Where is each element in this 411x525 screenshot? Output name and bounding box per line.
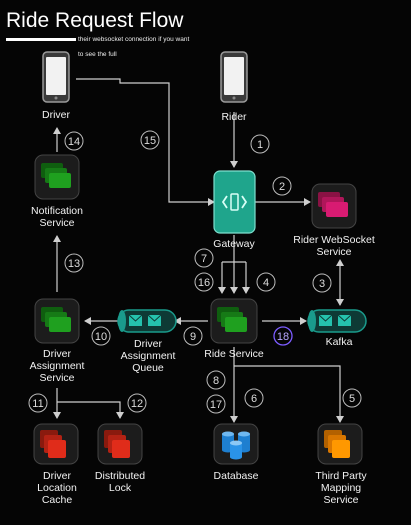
- svg-text:17: 17: [210, 399, 222, 411]
- svg-text:15: 15: [144, 135, 156, 147]
- svg-text:16: 16: [198, 277, 210, 289]
- gateway-label: Gateway: [213, 238, 255, 250]
- svg-text:14: 14: [68, 136, 80, 148]
- ride-service-icon: [210, 298, 258, 344]
- svg-text:8: 8: [213, 375, 219, 387]
- svg-text:10: 10: [95, 331, 107, 343]
- arrow-5: [234, 365, 344, 423]
- svg-text:5: 5: [349, 393, 355, 405]
- driver-location-cache-icon: [33, 423, 79, 465]
- step-8: 8: [206, 370, 226, 390]
- third-party-mapping-service-icon: [317, 423, 363, 465]
- step-2: 2: [272, 176, 292, 196]
- svg-text:13: 13: [68, 258, 80, 270]
- arrow-15: [76, 78, 215, 206]
- step-9: 9: [183, 326, 203, 346]
- svg-text:12: 12: [131, 398, 143, 410]
- diagram-title: Ride Request Flow: [6, 9, 184, 32]
- step-14: 14: [64, 131, 84, 151]
- title-underline: [6, 38, 76, 41]
- gateway-icon: [213, 170, 256, 234]
- svg-text:3: 3: [319, 278, 325, 290]
- ride-service-label: Ride Service: [204, 348, 264, 360]
- step-6: 6: [244, 388, 264, 408]
- notification-service-icon: [34, 154, 80, 200]
- step-16: 16: [194, 272, 214, 292]
- arrow-12: [57, 401, 124, 419]
- step-17: 17: [206, 394, 226, 414]
- svg-text:1: 1: [257, 139, 263, 151]
- database-icon: [213, 423, 259, 465]
- driver-assignment-service-icon: [34, 298, 80, 344]
- svg-text:18: 18: [277, 331, 289, 343]
- svg-text:7: 7: [201, 253, 207, 265]
- step-7: 7: [194, 248, 214, 268]
- caption-line-1: their websocket connection if you want: [78, 36, 190, 43]
- step-12: 12: [127, 393, 147, 413]
- step-18: 18: [273, 326, 293, 346]
- distributed-lock-icon: [97, 423, 143, 465]
- rider-label: Rider: [221, 111, 247, 123]
- driver-phone-icon: [42, 51, 70, 103]
- kafka-label: Kafka: [325, 336, 353, 348]
- step-4: 4: [256, 272, 276, 292]
- step-15: 15: [140, 130, 160, 150]
- step-1: 1: [250, 134, 270, 154]
- database-label: Database: [213, 470, 259, 482]
- driver-assignment-queue-icon: [117, 309, 177, 333]
- step-13: 13: [64, 253, 84, 273]
- rider-phone-icon: [220, 51, 248, 103]
- svg-text:6: 6: [251, 393, 257, 405]
- driver-label: Driver: [42, 109, 70, 121]
- rider-websocket-service-icon: [311, 183, 357, 229]
- step-10: 10: [91, 326, 111, 346]
- step-5: 5: [342, 388, 362, 408]
- step-11: 11: [28, 393, 48, 413]
- caption-line-2: to see the full: [78, 51, 117, 58]
- svg-text:11: 11: [32, 398, 43, 410]
- step-3: 3: [312, 273, 332, 293]
- svg-text:4: 4: [263, 277, 269, 289]
- svg-text:9: 9: [190, 331, 196, 343]
- svg-text:2: 2: [279, 181, 285, 193]
- kafka-icon: [307, 309, 367, 333]
